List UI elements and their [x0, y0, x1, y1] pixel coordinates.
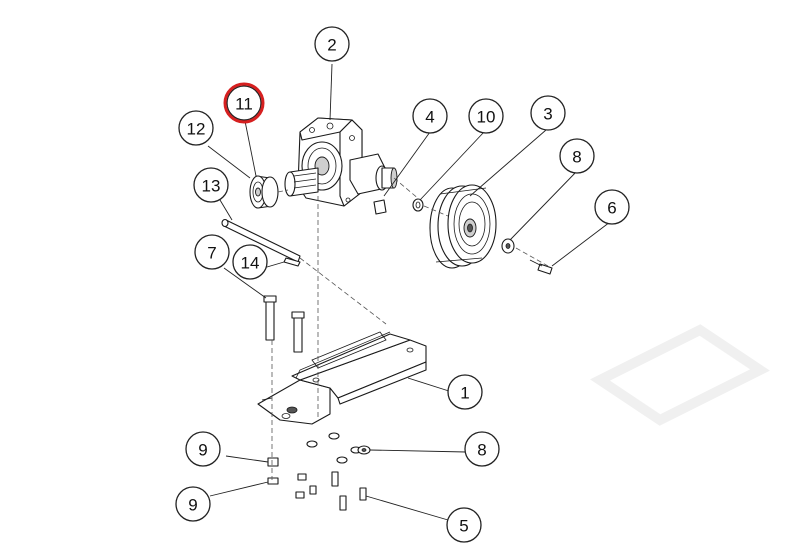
callout-13: 13: [193, 167, 229, 203]
leader-lines: [207, 63, 611, 521]
callout-9-upper-label: 9: [198, 441, 207, 460]
callout-11: 11: [223, 82, 265, 124]
hardware-lower: [267, 432, 371, 511]
callout-13-label: 13: [202, 177, 221, 196]
washer-part-10: [412, 198, 424, 212]
pin-part-14: [283, 257, 301, 267]
bolt-part-6: [529, 259, 553, 275]
watermark: [590, 324, 770, 426]
callout-14-label: 14: [241, 254, 260, 273]
callout-9-lower: 9: [175, 486, 211, 522]
callout-8-lower: 8: [464, 431, 500, 467]
gearbox-part-2: [284, 117, 398, 207]
pulley-part-3: [429, 184, 497, 269]
bracket-part-1: [257, 331, 427, 425]
washer-part-8-upper: [501, 238, 515, 254]
callout-7: 7: [194, 234, 230, 270]
callout-11-label: 11: [235, 95, 253, 114]
callout-3-label: 3: [543, 105, 552, 124]
callout-10: 10: [468, 98, 504, 134]
callout-2: 2: [314, 26, 350, 62]
callout-9-lower-label: 9: [188, 496, 197, 515]
callout-5: 5: [446, 507, 482, 543]
callout-4: 4: [412, 98, 448, 134]
callout-9-upper: 9: [185, 431, 221, 467]
callout-1: 1: [447, 374, 483, 410]
callout-5-label: 5: [459, 517, 468, 536]
callout-6-label: 6: [607, 199, 616, 218]
callout-1-label: 1: [460, 384, 469, 403]
callout-8-lower-label: 8: [477, 441, 486, 460]
coupling-part-11: [249, 175, 279, 209]
callout-12-label: 12: [187, 120, 206, 139]
callout-14: 14: [232, 244, 268, 280]
callout-8-upper-label: 8: [572, 148, 581, 167]
callout-12: 12: [178, 110, 214, 146]
bolts-part-7: [263, 295, 305, 353]
callout-7-label: 7: [207, 244, 216, 263]
assembly-lines: [271, 177, 549, 480]
key-part-4: [373, 199, 387, 215]
callout-6: 6: [594, 189, 630, 225]
callout-2-label: 2: [327, 36, 336, 55]
callout-11-highlight-ring: [223, 82, 265, 124]
callout-3: 3: [530, 95, 566, 131]
callout-8-upper: 8: [559, 138, 595, 174]
callout-10-label: 10: [477, 108, 496, 127]
callout-4-label: 4: [425, 108, 434, 127]
